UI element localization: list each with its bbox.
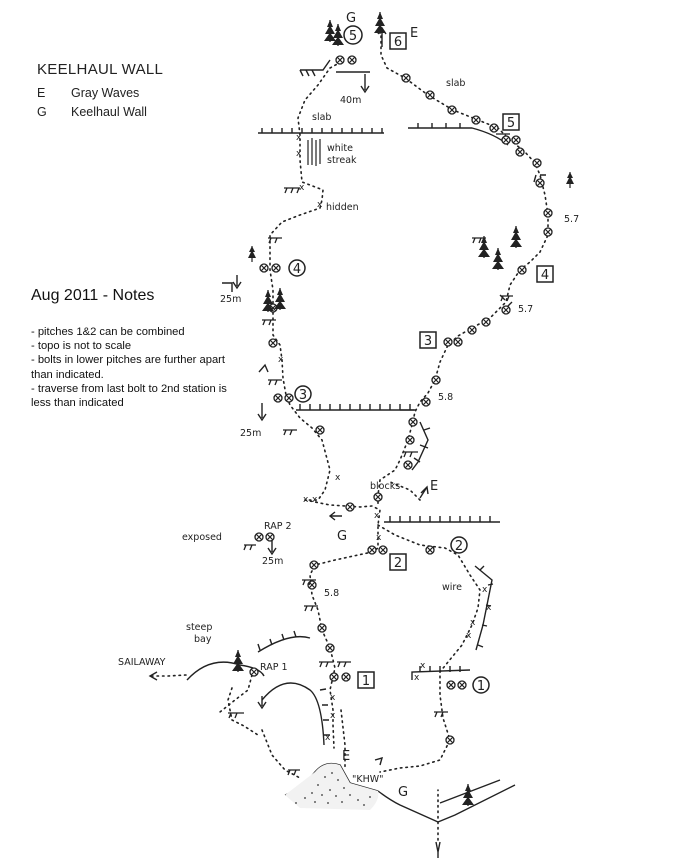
label-e-mid: E (430, 479, 438, 494)
rappel-40m-label: 40m (340, 95, 361, 106)
station-markers (288, 25, 554, 694)
keelhaul-station-1: 1 (477, 679, 485, 694)
slab-left-label: slab (312, 112, 331, 123)
svg-text:x: x (325, 733, 331, 743)
legend-label: Gray Waves (71, 86, 140, 100)
label-e-bottom: E (342, 749, 350, 764)
gray-station-2: 2 (394, 556, 402, 571)
svg-text:x: x (303, 495, 309, 505)
legend-key: E (37, 86, 46, 100)
white-streak-label-1: white (327, 143, 353, 154)
gray-station-4: 4 (541, 268, 549, 283)
white-streak-label-2: streak (327, 155, 357, 166)
rap-1-label: RAP 1 (260, 662, 288, 673)
svg-text:x: x (470, 618, 476, 628)
legend-key: G (37, 105, 47, 119)
svg-text:x: x (278, 355, 284, 365)
gray-station-6: 6 (394, 35, 402, 50)
svg-text:x: x (296, 149, 302, 159)
steep-bay-label-1: steep (186, 622, 212, 633)
grade-5-7-lower: 5.7 (518, 304, 533, 315)
rock-base (285, 763, 379, 810)
legend-row: E Gray Waves (37, 84, 147, 103)
svg-text:x: x (330, 693, 336, 703)
route-title: KEELHAUL WALL (37, 61, 164, 78)
legend-row: G Keelhaul Wall (37, 103, 147, 122)
svg-text:x: x (330, 711, 336, 721)
ledges (186, 59, 546, 823)
notes-heading: Aug 2011 - Notes (31, 287, 155, 304)
rappel-25m-upper-label: 25m (220, 294, 241, 305)
steep-bay-label-2: bay (194, 634, 212, 645)
svg-text:x: x (414, 673, 420, 683)
gray-station-3: 3 (424, 334, 432, 349)
white-streak-lines (307, 138, 321, 166)
svg-text:x: x (486, 603, 492, 613)
legend-label: Keelhaul Wall (71, 105, 147, 119)
keelhaul-station-4: 4 (293, 262, 301, 277)
hidden-label: hidden (326, 202, 359, 213)
svg-text:x: x (312, 495, 318, 505)
svg-text:x: x (335, 473, 341, 483)
svg-text:x: x (317, 200, 323, 210)
rappel-25m-mid-label: 25m (240, 428, 261, 439)
note-item: - traverse from last bolt to 2nd station… (31, 382, 227, 410)
keelhaul-station-2: 2 (455, 539, 463, 554)
keelhaul-station-3: 3 (299, 388, 307, 403)
grade-5-8-right: 5.8 (438, 392, 453, 403)
label-g-top: G (346, 11, 356, 26)
direction-arrows (148, 26, 441, 858)
svg-text:x: x (420, 661, 426, 671)
grade-5-8-left: 5.8 (324, 588, 339, 599)
wire-label: wire (442, 582, 462, 593)
svg-text:x: x (374, 511, 380, 521)
note-item: - pitches 1&2 can be combined (31, 326, 185, 338)
slab-right-label: slab (446, 78, 465, 89)
blocks-label: blocks (370, 481, 400, 492)
rappel-25m-low-label: 25m (262, 556, 283, 567)
note-item: - topo is not to scale (31, 340, 132, 353)
svg-text:x: x (376, 533, 382, 543)
label-g-bottom: G (398, 785, 408, 800)
tree-icons (231, 11, 575, 807)
label-e-top: E (410, 26, 418, 41)
notes-list: - pitches 1&2 can be combined - topo is … (31, 325, 246, 410)
keelhaul-station-5: 5 (349, 29, 357, 44)
legend: E Gray Waves G Keelhaul Wall (37, 84, 147, 122)
sailaway-label: SAILAWAY (118, 657, 166, 668)
svg-text:x: x (299, 183, 305, 193)
svg-text:x: x (466, 631, 472, 641)
gray-station-1: 1 (362, 674, 370, 689)
bolt-markers (249, 55, 553, 745)
note-item: - bolts in lower pitches are further apa… (31, 354, 226, 381)
rap-2-label: RAP 2 (264, 521, 292, 532)
exposed-label: exposed (182, 532, 222, 543)
grade-5-7-upper: 5.7 (564, 214, 579, 225)
gray-station-5: 5 (507, 116, 515, 131)
label-g-mid: G (337, 529, 347, 544)
svg-text:x: x (296, 133, 302, 143)
khw-label: "KHW" (352, 774, 384, 785)
svg-text:x: x (482, 585, 488, 595)
